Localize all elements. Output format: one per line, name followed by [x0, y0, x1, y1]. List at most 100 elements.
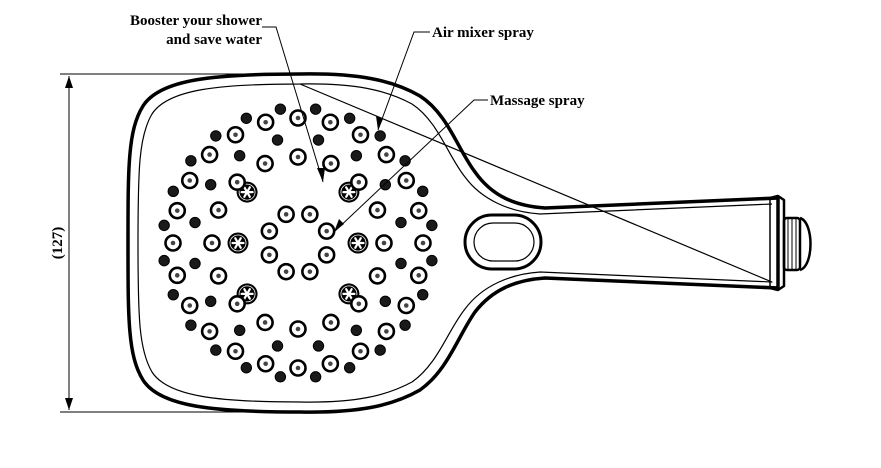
air-mixer-nozzle — [350, 295, 368, 313]
air-mixer-nozzle — [209, 267, 228, 285]
air-mixer-nozzle — [322, 313, 340, 332]
air-mixer-nozzle — [321, 113, 340, 132]
air-mixer-nozzle — [312, 134, 325, 146]
air-mixer-nozzle — [426, 219, 438, 232]
air-mixer-nozzle — [209, 201, 228, 219]
air-mixer-nozzle — [343, 112, 356, 124]
air-mixer-nozzle — [167, 185, 179, 198]
nozzle-array — [158, 103, 438, 383]
air-mixer-nozzle — [399, 319, 411, 331]
air-mixer-nozzle — [226, 125, 245, 144]
air-mixer-nozzle — [180, 296, 199, 315]
air-mixer-nozzle — [375, 234, 393, 252]
air-mixer-nozzle — [351, 125, 370, 144]
massage-nozzle — [301, 205, 319, 224]
air-mixer-nozzle — [226, 342, 245, 361]
air-mixer-nozzle — [233, 149, 246, 162]
massage-nozzle — [277, 205, 295, 224]
air-mixer-label: Air mixer spray — [432, 25, 534, 41]
air-mixer-nozzle — [200, 322, 219, 341]
air-mixer-nozzle — [322, 154, 340, 173]
air-mixer-nozzle — [289, 109, 307, 127]
booster-nozzle — [227, 232, 249, 254]
air-mixer-nozzle — [351, 342, 370, 361]
air-mixer-nozzle — [417, 288, 429, 301]
air-mixer-nozzle — [240, 362, 253, 374]
air-mixer-nozzle — [274, 371, 287, 383]
air-mixer-nozzle — [210, 344, 222, 356]
air-mixer-nozzle — [233, 324, 246, 337]
air-mixer-nozzle — [368, 267, 387, 285]
leader-lines — [262, 26, 488, 233]
air-mixer-nozzle — [167, 288, 179, 301]
air-mixer-nozzle — [271, 340, 284, 352]
air-mixer-nozzle — [395, 216, 407, 229]
air-mixer-nozzle — [343, 362, 356, 374]
air-mixer-nozzle — [158, 219, 170, 232]
air-mixer-nozzle — [289, 148, 307, 166]
air-mixer-nozzle — [409, 266, 428, 285]
massage-nozzle — [317, 246, 336, 264]
air-mixer-nozzle — [228, 173, 246, 191]
air-mixer-nozzle — [374, 130, 386, 142]
air-mixer-nozzle — [210, 130, 222, 142]
air-mixer-nozzle — [397, 296, 416, 315]
air-mixer-nozzle — [189, 257, 201, 270]
air-mixer-nozzle — [397, 171, 416, 190]
massage-nozzle — [317, 222, 336, 240]
air-mixer-nozzle — [350, 173, 368, 191]
air-mixer-nozzle — [203, 234, 221, 252]
air-mixer-nozzle — [377, 145, 396, 164]
air-mixer-nozzle — [168, 201, 187, 220]
booster-nozzle — [347, 232, 369, 254]
air-mixer-nozzle — [289, 359, 307, 377]
air-mixer-nozzle — [256, 313, 274, 332]
air-mixer-nozzle — [289, 320, 307, 338]
air-mixer-nozzle — [379, 295, 392, 308]
height-dimension-label: (127) — [50, 227, 66, 260]
air-mixer-nozzle — [377, 322, 396, 341]
air-mixer-nozzle — [309, 371, 322, 383]
air-mixer-nozzle — [204, 295, 217, 308]
air-mixer-nozzle — [256, 354, 275, 373]
air-mixer-nozzle — [309, 103, 322, 115]
booster-label-line2: and save water — [166, 32, 262, 48]
air-mixer-nozzle — [312, 340, 325, 352]
air-mixer-nozzle — [158, 254, 170, 267]
air-mixer-nozzle — [185, 155, 197, 167]
air-mixer-nozzle — [180, 171, 199, 190]
air-mixer-nozzle — [204, 178, 217, 191]
air-mixer-nozzle — [350, 324, 363, 337]
air-mixer-nozzle — [414, 234, 432, 252]
air-mixer-nozzle — [321, 354, 340, 373]
air-mixer-nozzle — [164, 234, 182, 252]
air-mixer-nozzle — [271, 134, 284, 146]
leader-arrowheads — [317, 116, 383, 232]
massage-nozzle — [277, 262, 295, 281]
air-mixer-nozzle — [426, 254, 438, 267]
air-mixer-nozzle — [228, 295, 246, 313]
massage-nozzle — [301, 262, 319, 281]
massage-label: Massage spray — [490, 93, 585, 109]
air-mixer-nozzle — [256, 113, 275, 132]
massage-nozzle — [260, 222, 279, 240]
massage-nozzle — [260, 246, 279, 264]
air-mixer-nozzle — [395, 257, 407, 270]
air-mixer-nozzle — [240, 112, 253, 124]
air-mixer-nozzle — [189, 216, 201, 229]
air-mixer-nozzle — [168, 266, 187, 285]
air-mixer-nozzle — [256, 154, 274, 173]
air-mixer-nozzle — [409, 201, 428, 220]
air-mixer-nozzle — [185, 319, 197, 331]
air-mixer-nozzle — [368, 201, 387, 219]
air-mixer-nozzle — [200, 145, 219, 164]
air-mixer-nozzle — [350, 149, 363, 162]
air-mixer-nozzle — [379, 178, 392, 191]
air-mixer-nozzle — [374, 344, 386, 356]
booster-label-line1: Booster your shower — [130, 13, 262, 29]
air-mixer-nozzle — [399, 155, 411, 167]
air-mixer-nozzle — [274, 103, 287, 115]
shower-head-outline — [126, 72, 812, 414]
air-mixer-nozzle — [417, 185, 429, 198]
